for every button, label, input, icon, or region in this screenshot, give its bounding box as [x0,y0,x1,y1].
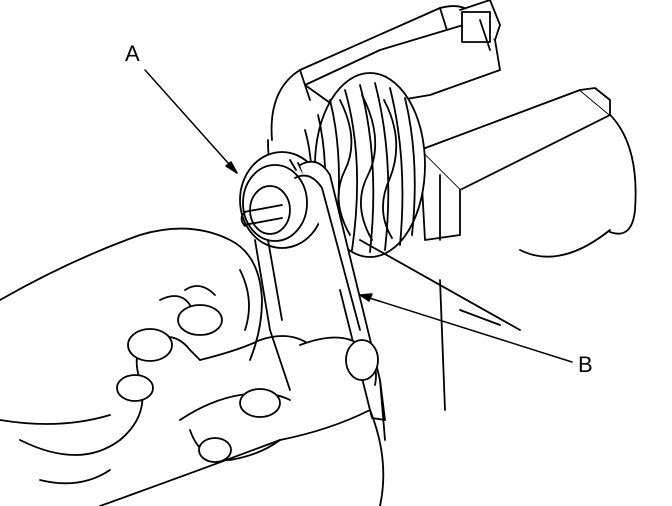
callout-label-b: B [578,352,593,377]
leader-lines [144,69,573,363]
arrowhead-a [225,161,238,174]
leader-line-b [359,294,573,363]
arrowhead-b [359,293,373,302]
support-lines [359,239,521,411]
leader-line-a [144,69,238,174]
right-hand [0,304,385,506]
callout-label-a: A [125,41,140,66]
brush-holder-right [419,87,611,241]
